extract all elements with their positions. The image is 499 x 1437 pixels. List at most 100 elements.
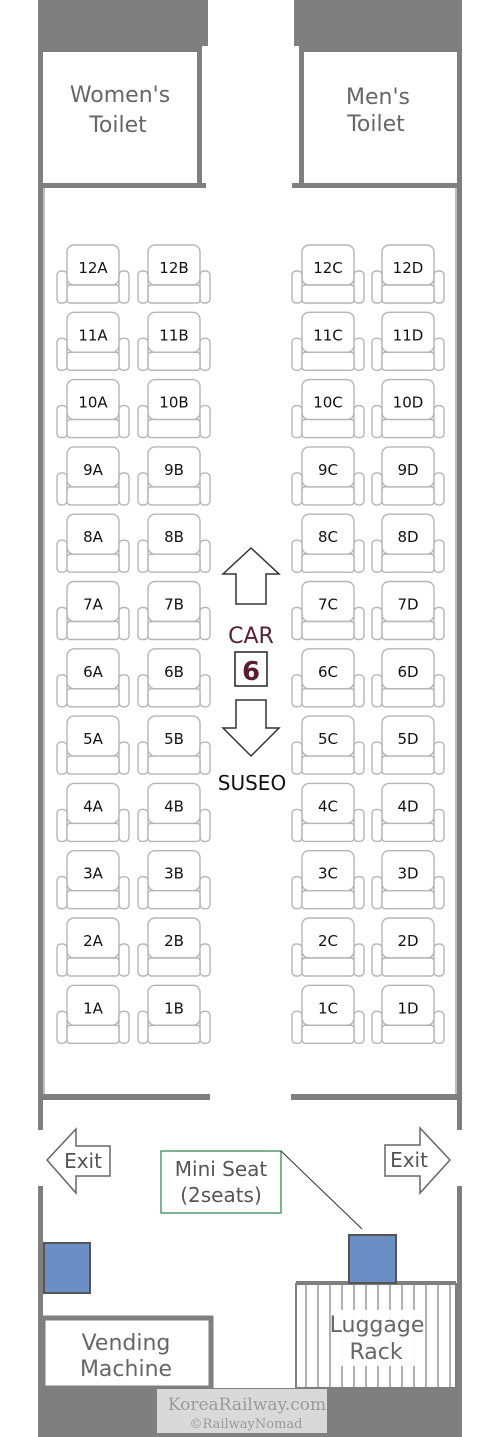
seat-1c[interactable]: 1C xyxy=(291,984,365,1045)
mini-seat-label: Mini Seat xyxy=(175,1157,268,1181)
seat-label: 12A xyxy=(78,259,108,277)
seat-4b[interactable]: 4B xyxy=(137,782,211,843)
seat-label: 8A xyxy=(83,528,104,546)
backward-arrow-icon xyxy=(221,699,281,758)
seat-5b[interactable]: 5B xyxy=(137,715,211,775)
seat-7a[interactable]: 7A xyxy=(56,580,130,641)
car-number-box xyxy=(234,651,268,687)
seat-10d[interactable]: 10D xyxy=(371,378,445,439)
seat-label: 12B xyxy=(159,259,188,277)
seat-label: 2B xyxy=(164,932,184,950)
seat-label: 5D xyxy=(397,730,418,748)
seat-label: 12D xyxy=(393,259,424,277)
right-exit-arrow-icon xyxy=(384,1126,452,1195)
seat-5c[interactable]: 5C xyxy=(291,715,365,775)
seat-1d[interactable]: 1D xyxy=(371,984,445,1045)
seat-label: 5B xyxy=(164,730,184,748)
seat-7c[interactable]: 7C xyxy=(291,580,365,641)
seat-9c[interactable]: 9C xyxy=(291,446,365,506)
seat-2b[interactable]: 2B xyxy=(137,917,211,977)
car-label: CAR xyxy=(228,624,274,649)
seat-label: 6D xyxy=(397,663,418,681)
womens-toilet-label-2: Toilet xyxy=(88,113,147,138)
seat-label: 6B xyxy=(164,663,184,681)
seat-8b[interactable]: 8B xyxy=(137,513,211,573)
seat-3c[interactable]: 3C xyxy=(291,850,365,910)
seat-2d[interactable]: 2D xyxy=(371,917,445,977)
seat-7b[interactable]: 7B xyxy=(137,580,211,641)
mini-seat-callout-box xyxy=(160,1150,282,1214)
seat-2c[interactable]: 2C xyxy=(291,917,365,977)
vending-machine-label-2: Machine xyxy=(80,1357,172,1382)
seat-10c[interactable]: 10C xyxy=(291,378,365,439)
seat-3d[interactable]: 3D xyxy=(371,850,445,910)
seat-10b[interactable]: 10B xyxy=(137,378,211,439)
mini-seat-left[interactable] xyxy=(43,1242,91,1294)
seat-label: 4D xyxy=(397,797,418,815)
seat-label: 9D xyxy=(397,461,418,479)
seat-label: 3C xyxy=(318,865,338,883)
seat-8c[interactable]: 8C xyxy=(291,513,365,573)
seat-9d[interactable]: 9D xyxy=(371,446,445,506)
seat-label: 4C xyxy=(318,797,338,815)
mini-seat-right[interactable] xyxy=(348,1234,397,1284)
watermark-site: KoreaRailway.com xyxy=(168,1395,326,1415)
seat-label: 1A xyxy=(83,999,104,1017)
seat-8d[interactable]: 8D xyxy=(371,513,445,573)
seat-12d[interactable]: 12D xyxy=(371,244,445,304)
forward-arrow-icon xyxy=(221,546,281,605)
seat-label: 7D xyxy=(397,596,418,614)
seat-5d[interactable]: 5D xyxy=(371,715,445,775)
seat-label: 11C xyxy=(313,326,343,344)
seat-5a[interactable]: 5A xyxy=(56,715,130,775)
seat-label: 2A xyxy=(83,932,104,950)
seat-11c[interactable]: 11C xyxy=(291,311,365,371)
seat-label: 4A xyxy=(83,797,104,815)
mini-seat-label-2: (2seats) xyxy=(180,1183,262,1207)
seat-label: 8B xyxy=(164,528,184,546)
seat-6a[interactable]: 6A xyxy=(56,648,130,708)
seat-label: 11A xyxy=(78,326,108,344)
seat-grid: 12A 12B 12C 12D 11A 11B 11C 11D 10A 10B 10C 10D 9A 9B… xyxy=(56,244,445,1045)
seat-label: 3D xyxy=(397,865,418,883)
seat-11d[interactable]: 11D xyxy=(371,311,445,371)
seat-label: 10B xyxy=(159,394,188,412)
seat-label: 7B xyxy=(164,596,184,614)
seat-3b[interactable]: 3B xyxy=(137,850,211,910)
seat-label: 3A xyxy=(83,865,104,883)
seat-12c[interactable]: 12C xyxy=(291,244,365,304)
seat-label: 8D xyxy=(397,528,418,546)
seat-label: 9A xyxy=(83,461,104,479)
seat-label: 10D xyxy=(393,394,424,412)
seat-label: 1C xyxy=(318,999,338,1017)
seat-11b[interactable]: 11B xyxy=(137,311,211,371)
seat-11a[interactable]: 11A xyxy=(56,311,130,371)
seat-4d[interactable]: 4D xyxy=(371,782,445,843)
seat-7d[interactable]: 7D xyxy=(371,580,445,641)
seat-8a[interactable]: 8A xyxy=(56,513,130,573)
seat-label: 6C xyxy=(318,663,338,681)
seat-label: 10A xyxy=(78,394,108,412)
seat-label: 9C xyxy=(318,461,338,479)
seat-4c[interactable]: 4C xyxy=(291,782,365,843)
seat-2a[interactable]: 2A xyxy=(56,917,130,977)
seat-9a[interactable]: 9A xyxy=(56,446,130,506)
womens-toilet-label: Women's xyxy=(70,83,170,108)
seat-3a[interactable]: 3A xyxy=(56,850,130,910)
seat-12a[interactable]: 12A xyxy=(56,244,130,304)
seat-12b[interactable]: 12B xyxy=(137,244,211,304)
seat-9b[interactable]: 9B xyxy=(137,446,211,506)
seat-label: 1D xyxy=(397,999,418,1017)
vending-machine-label: Vending xyxy=(82,1331,171,1356)
seat-6b[interactable]: 6B xyxy=(137,648,211,708)
seat-6c[interactable]: 6C xyxy=(291,648,365,708)
seat-4a[interactable]: 4A xyxy=(56,782,130,843)
seat-1a[interactable]: 1A xyxy=(56,984,130,1045)
seat-label: 12C xyxy=(313,259,343,277)
seat-label: 11B xyxy=(159,326,188,344)
seat-6d[interactable]: 6D xyxy=(371,648,445,708)
seat-1b[interactable]: 1B xyxy=(137,984,211,1045)
seat-label: 2D xyxy=(397,932,418,950)
seat-10a[interactable]: 10A xyxy=(56,378,130,439)
